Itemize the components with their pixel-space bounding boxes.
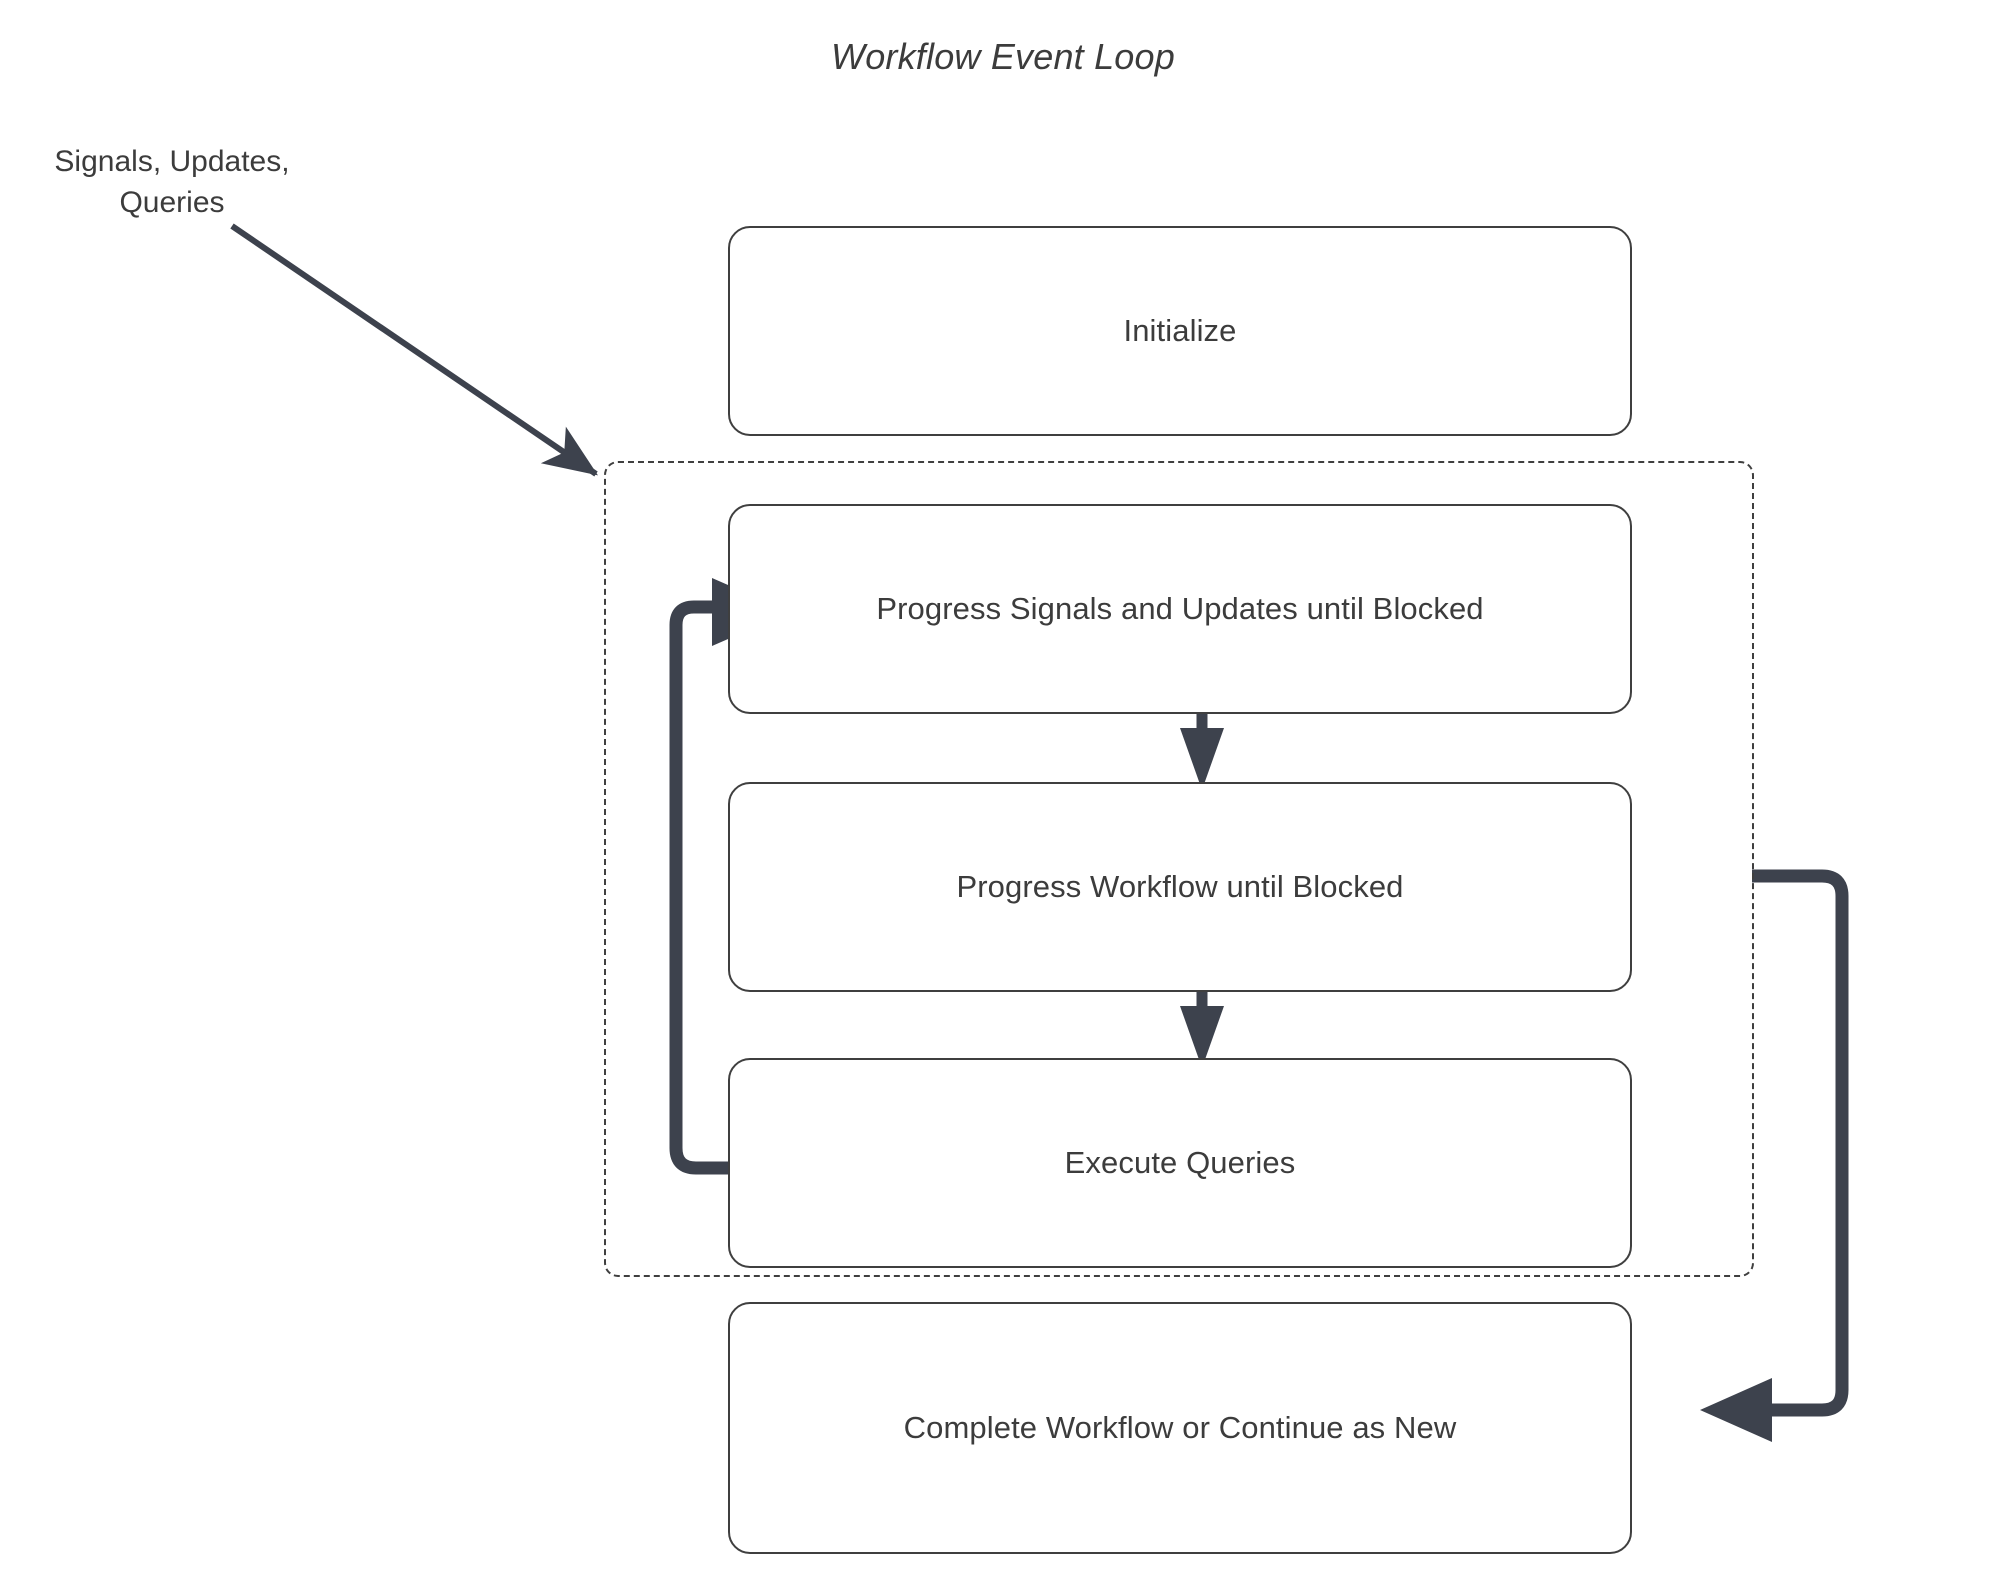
- edge-loopexit-to-complete: [1700, 869, 1849, 1442]
- node-progress-signals[interactable]: Progress Signals and Updates until Block…: [728, 504, 1632, 714]
- node-execute-queries[interactable]: Execute Queries: [728, 1058, 1632, 1268]
- external-input-label-line2: Queries: [119, 185, 225, 219]
- node-initialize-label: Initialize: [1123, 312, 1237, 348]
- edge-arrow-signals-to-workflow: [1180, 712, 1224, 790]
- edge-arrow-workflow-to-queries: [1180, 990, 1224, 1068]
- node-initialize[interactable]: Initialize: [728, 226, 1632, 436]
- node-progress-workflow-label: Progress Workflow until Blocked: [956, 868, 1404, 904]
- page-title: Workflow Event Loop: [831, 36, 1175, 77]
- external-input-arrow: [230, 223, 598, 477]
- event-loop-dashed-container: [604, 461, 1754, 1277]
- node-complete-workflow-label: Complete Workflow or Continue as New: [903, 1409, 1457, 1445]
- node-progress-workflow[interactable]: Progress Workflow until Blocked: [728, 782, 1632, 992]
- external-input-label: Signals, Updates, Queries: [22, 142, 322, 223]
- external-input-label-line1: Signals, Updates,: [54, 145, 290, 178]
- node-execute-queries-label: Execute Queries: [1064, 1144, 1296, 1180]
- node-progress-signals-label: Progress Signals and Updates until Block…: [876, 590, 1484, 626]
- node-complete-workflow[interactable]: Complete Workflow or Continue as New: [728, 1302, 1632, 1554]
